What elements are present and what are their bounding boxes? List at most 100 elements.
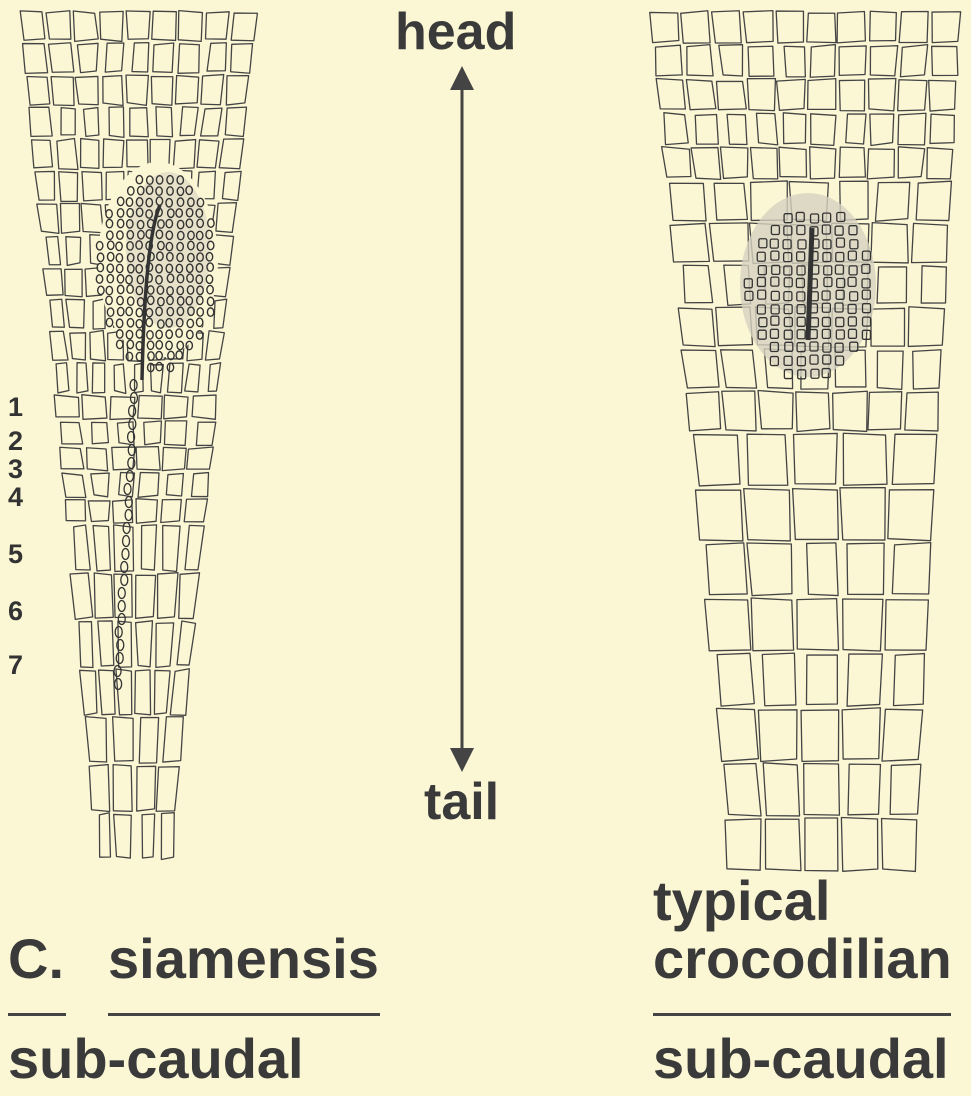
right-scale	[744, 489, 791, 541]
left-scale	[77, 363, 88, 393]
left-scale	[50, 299, 64, 327]
left-scale	[51, 77, 74, 106]
right-scale	[929, 80, 956, 111]
left-scale	[167, 363, 183, 393]
left-scale	[126, 11, 150, 39]
right-scale	[833, 391, 868, 431]
left-scale	[178, 11, 202, 42]
left-scale	[170, 669, 189, 716]
left-tail-pore	[123, 523, 130, 534]
left-scale	[130, 108, 148, 137]
tail-label: tail	[424, 772, 499, 832]
left-tail-pore	[129, 419, 136, 430]
left-scale	[207, 43, 226, 71]
right-scale	[691, 148, 721, 180]
left-scale	[20, 11, 45, 40]
right-scale	[712, 11, 742, 43]
left-scale	[85, 717, 106, 762]
right-scale	[655, 45, 682, 76]
right-scale	[890, 764, 921, 814]
right-scale	[656, 79, 685, 110]
right-scale	[899, 11, 928, 42]
left-scale	[100, 11, 123, 41]
right-scale	[892, 543, 930, 594]
left-scale	[132, 43, 149, 72]
right-scale	[882, 819, 917, 872]
right-scale	[805, 818, 838, 871]
right-scale	[664, 113, 688, 145]
left-scale	[23, 44, 48, 74]
left-scale	[164, 421, 186, 446]
right-scale	[678, 308, 715, 347]
left-gland-pore	[126, 352, 132, 360]
left-tail-pore	[130, 380, 137, 391]
right-scale	[927, 148, 953, 179]
left-genus-label: C.	[8, 930, 64, 989]
right-scale	[837, 11, 865, 42]
left-scale	[79, 622, 93, 668]
right-scale	[784, 46, 805, 77]
left-tail-pore	[121, 575, 128, 586]
left-scale	[136, 575, 156, 618]
right-scale	[793, 433, 837, 484]
left-scale	[163, 717, 183, 762]
left-scale	[103, 76, 123, 106]
head-label: head	[395, 2, 516, 62]
left-scale	[184, 499, 207, 522]
left-scale	[113, 717, 134, 761]
left-scale	[139, 718, 158, 764]
right-scale	[807, 13, 836, 42]
left-tail-pore	[126, 471, 133, 482]
right-scale	[681, 350, 719, 388]
left-scale-grid	[20, 11, 257, 860]
left-scale	[61, 108, 75, 135]
left-scale	[87, 448, 108, 471]
left-tail-pore	[114, 666, 121, 677]
left-scale	[66, 299, 85, 328]
right-region-label: sub-caudal	[653, 1030, 949, 1089]
left-scale	[185, 525, 204, 569]
right-scale	[716, 708, 758, 761]
left-scale	[60, 447, 84, 469]
left-tail-pore	[118, 614, 125, 625]
scale-number-3: 3	[8, 456, 23, 483]
left-scale	[117, 422, 134, 445]
left-scale	[62, 473, 86, 497]
right-scale	[870, 114, 894, 145]
left-scale	[113, 500, 133, 523]
left-scale	[142, 814, 155, 858]
left-scale	[152, 11, 177, 40]
right-scale	[839, 46, 866, 75]
right-scale	[797, 599, 839, 651]
left-scale	[175, 76, 198, 104]
right-scale	[750, 148, 777, 179]
right-scale-grid	[650, 11, 961, 872]
left-scale	[225, 107, 246, 136]
left-scale	[137, 766, 156, 811]
left-gland-pore	[117, 340, 123, 348]
left-scale	[88, 501, 110, 522]
right-scale	[686, 392, 720, 431]
left-scale	[196, 422, 215, 445]
left-scale	[161, 813, 174, 860]
left-scale	[89, 765, 110, 812]
right-scale	[751, 598, 793, 651]
left-scale	[46, 236, 61, 264]
left-scale	[214, 299, 227, 328]
left-gland-pore	[156, 362, 162, 370]
left-gland-pore	[196, 331, 202, 339]
right-scale	[650, 12, 679, 42]
left-scale	[57, 139, 78, 170]
left-species-underline	[108, 1013, 380, 1016]
left-scale	[187, 447, 214, 469]
left-scale	[136, 447, 160, 470]
right-scale	[686, 80, 716, 110]
left-scale	[74, 525, 91, 570]
right-scale	[670, 183, 707, 221]
left-scale	[60, 422, 82, 444]
left-tail-pore	[129, 406, 136, 417]
right-scale	[716, 81, 746, 109]
right-scale	[810, 147, 836, 179]
left-scale	[192, 395, 216, 419]
right-scale	[725, 819, 761, 870]
